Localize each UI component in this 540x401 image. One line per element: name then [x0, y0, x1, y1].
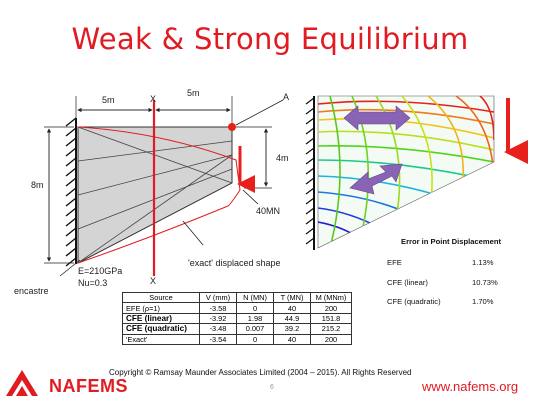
table-cell: 40 [273, 333, 311, 345]
section-mark-top: X [150, 94, 157, 104]
table-cell: -3.58 [199, 302, 237, 314]
dim-right-label: 5m [187, 88, 200, 98]
dim-left-label: 5m [102, 95, 115, 105]
table-row: CFE (quadratic) -3.48 0.007 39.2 215.2 [122, 323, 352, 335]
support-label: encastre [14, 286, 49, 296]
height-label: 8m [31, 180, 44, 190]
table-cell: 'Exact' [122, 333, 200, 345]
table-cell: CFE (linear) [122, 312, 200, 325]
table-cell: 215.2 [310, 323, 352, 335]
table-cell: 1.98 [236, 312, 274, 325]
results-table: Source V (mm) N (MN) T (MN) M (MNm) EFE … [122, 291, 352, 345]
table-cell: 44.9 [273, 312, 311, 325]
error-value: 1.13% [472, 258, 494, 267]
table-cell: 40 [273, 302, 311, 314]
load-label: 40MN [256, 206, 281, 216]
material-e-label: E=210GPa [78, 266, 123, 276]
table-cell: EFE (ρ=1) [122, 302, 200, 314]
point-a-marker [228, 123, 236, 131]
table-row: EFE (ρ=1) -3.58 0 40 200 [122, 302, 352, 314]
material-nu-label: Nu=0.3 [78, 278, 108, 288]
table-cell: -3.48 [199, 323, 237, 335]
nafems-logo-mark [6, 370, 38, 396]
force-arrow-bottom [349, 163, 403, 195]
table-cell: CFE (quadratic) [122, 323, 200, 335]
encastre-wall [65, 117, 77, 267]
displaced-shape [77, 126, 241, 264]
col-source: Source [122, 291, 200, 304]
col-n: N (MN) [236, 291, 274, 304]
table-cell: 39.2 [273, 323, 311, 335]
table-cell: -3.54 [199, 333, 237, 345]
page-number: 6 [270, 384, 274, 391]
stress-contour-image [305, 95, 528, 250]
col-t: T (MN) [273, 291, 311, 304]
displaced-shape-label: 'exact' displaced shape [188, 258, 281, 268]
table-row: CFE (linear) -3.92 1.98 44.9 151.8 [122, 312, 352, 325]
table-cell: 0.007 [236, 323, 274, 335]
point-a-label: A [283, 92, 290, 102]
error-label: EFE [387, 258, 402, 267]
force-arrow-top [343, 105, 411, 131]
table-cell: -3.92 [199, 312, 237, 325]
slide-title: Weak & Strong Equilibrium [71, 22, 469, 56]
tip-height-label: 4m [276, 153, 289, 163]
table-row: 'Exact' -3.54 0 40 200 [122, 333, 352, 345]
footer-url[interactable]: www.nafems.org [422, 379, 519, 394]
col-v: V (mm) [199, 291, 237, 304]
table-cell: 200 [310, 333, 352, 345]
error-label: CFE (linear) [387, 278, 428, 287]
table-cell: 200 [310, 302, 352, 314]
error-table-title: Error in Point Displacement [401, 237, 502, 246]
section-mark-bottom: X [150, 276, 157, 286]
col-m: M (MNm) [310, 291, 352, 304]
error-value: 10.73% [472, 278, 498, 287]
results-table-header: Source V (mm) N (MN) T (MN) M (MNm) [122, 291, 352, 304]
error-value: 1.70% [472, 297, 494, 306]
table-cell: 0 [236, 333, 274, 345]
nafems-logo-text: NAFEMS [49, 376, 128, 396]
table-cell: 0 [236, 302, 274, 314]
copyright-text: Copyright © Ramsay Maunder Associates Li… [109, 368, 412, 377]
error-label: CFE (quadratic) [387, 297, 441, 306]
table-cell: 151.8 [310, 312, 352, 325]
